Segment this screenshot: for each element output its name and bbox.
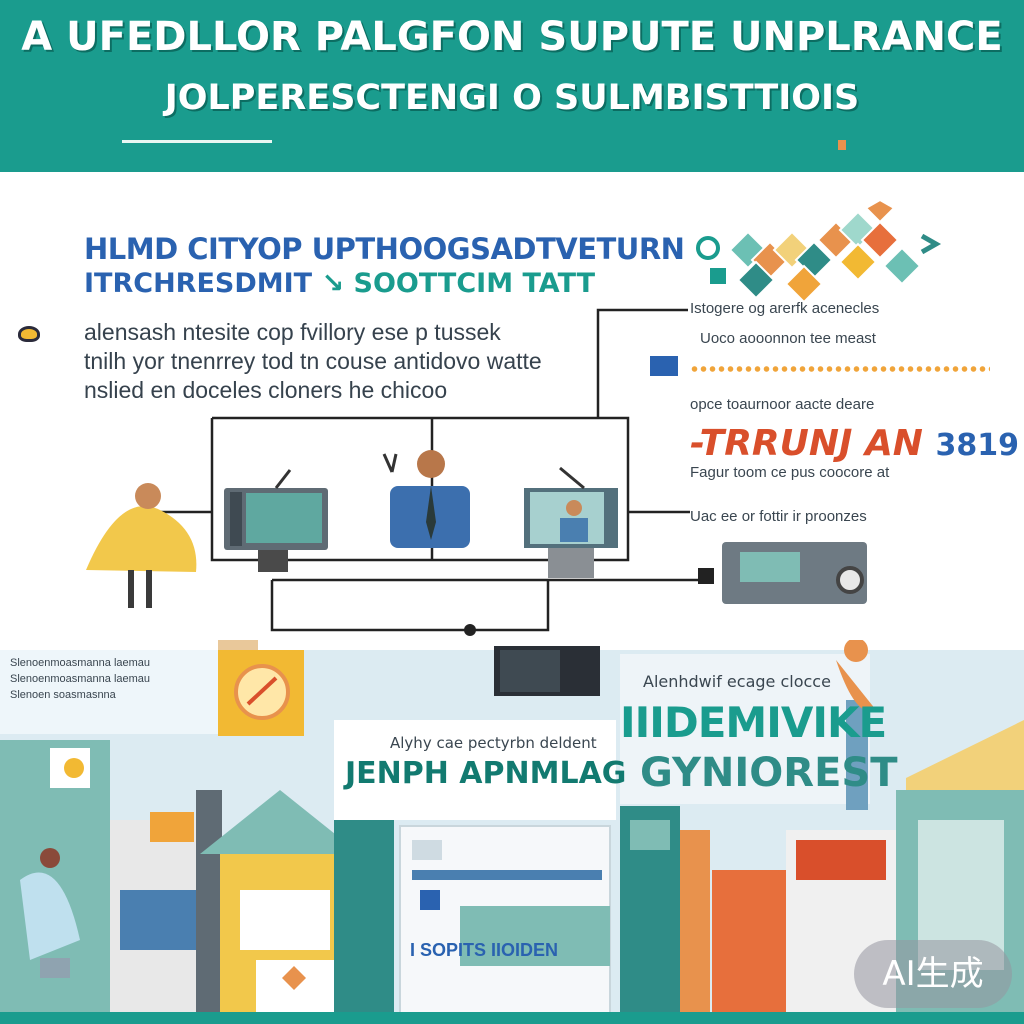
right-text-5: Uac ee or fottir ir proonzes: [690, 508, 867, 525]
intro-paragraph: alensash ntesite cop fvillory ese p tuss…: [84, 319, 542, 403]
city-heading-1: JENPH APNMLAG: [345, 756, 627, 791]
highlight-stat-number: 3819: [935, 428, 1019, 463]
city-heading-3: GYNIOREST: [640, 750, 898, 796]
left-caption-block: Slenoenmoasmanna laemau Slenoenmoasmanna…: [10, 657, 151, 701]
pin-icon: [650, 356, 678, 376]
highlight-stat-word: -TRRUNJ AN: [690, 423, 923, 464]
video-screen-illustration: [524, 466, 618, 578]
city-heading-2: IIIDEMIVIKE: [620, 698, 887, 747]
section-subheadline: ITRCHRESDMIT ↘ SOOTTCIM TATT: [84, 268, 595, 299]
building-sign: I SOPITS IIOIDEN: [410, 940, 559, 960]
flow-diagram: [86, 308, 867, 636]
monitor-illustration: [224, 469, 328, 572]
right-text-2: Uoco aooonnon tee meast: [700, 330, 876, 347]
right-text-3: opce toaurnoor aacte deare: [690, 396, 875, 413]
dotted-divider: [690, 366, 990, 372]
cityscape-illustration: [0, 640, 1024, 1024]
businessman-illustration: [382, 450, 470, 548]
header-accent-mark: [838, 140, 846, 150]
ai-generated-watermark: AI生成: [854, 940, 1012, 1008]
city-caption-2: Alenhdwif ecage clocce: [643, 672, 831, 691]
bee-icon: [18, 326, 40, 342]
subheadline-part-b: SOOTTCIM TATT: [353, 268, 596, 299]
footer-band: [0, 1012, 1024, 1024]
subheadline-part-a: ITRCHRESDMIT: [84, 268, 313, 299]
right-text-4: Fagur toom ce pus coocore at: [690, 464, 890, 481]
page-subtitle: JOLPERESCTENGI O SULMBISTTIOIS: [164, 78, 860, 118]
header-banner: A UFEDLLOR PALGFON SUPUTE UNPLRANCE JOLP…: [0, 0, 1024, 172]
section-headline: HLMD CITYOP UPTHOOGSADTVETURN: [84, 232, 685, 266]
right-text-1: Istogere og arerfk acenecles: [690, 300, 880, 317]
page-title: A UFEDLLOR PALGFON SUPUTE UNPLRANCE: [21, 14, 1003, 60]
printer-illustration: [698, 542, 867, 604]
header-divider: [122, 140, 272, 143]
highlight-stat: -TRRUNJ AN 3819: [690, 423, 1019, 464]
subheadline-arrow-icon: ↘: [321, 268, 345, 299]
diamond-pattern-graphic: [696, 200, 942, 304]
city-caption-1: Alyhy cae pectyrbn deldent: [390, 734, 597, 752]
person-umbrella-illustration: [86, 483, 197, 608]
